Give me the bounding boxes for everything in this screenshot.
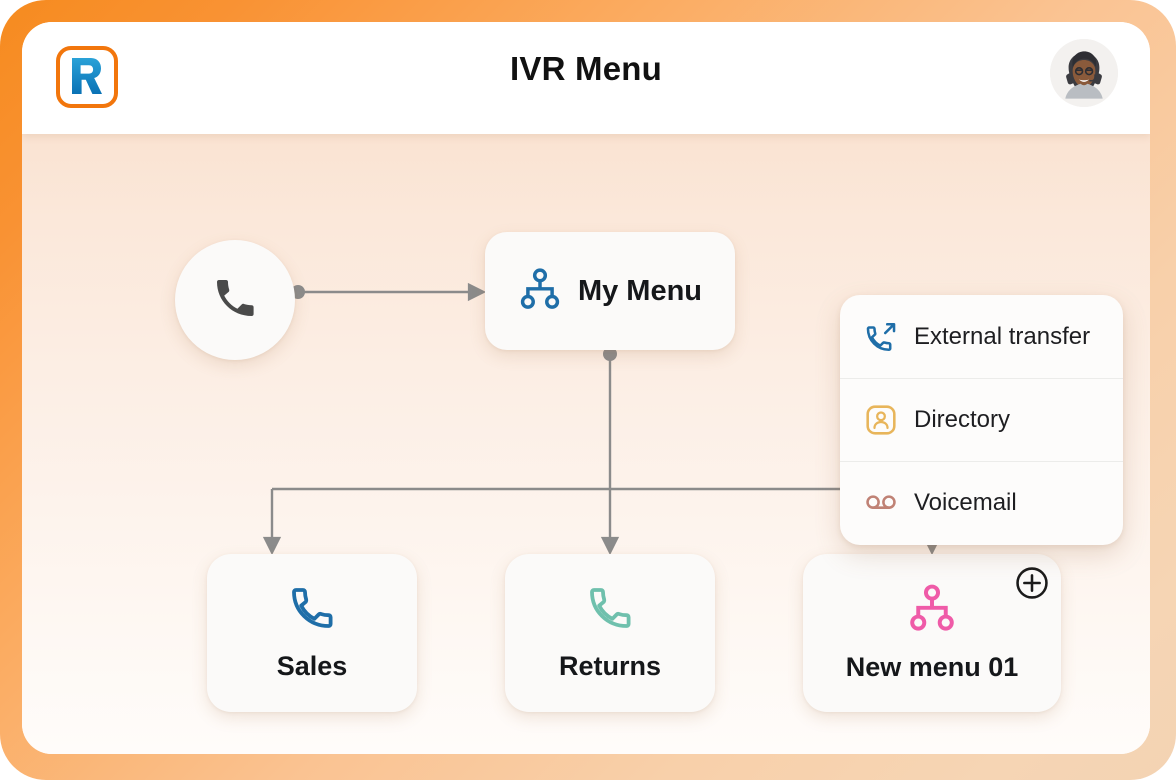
ringcentral-logo-icon <box>56 46 118 108</box>
phone-icon <box>211 274 259 327</box>
sitemap-icon <box>907 583 957 638</box>
phone-icon <box>586 584 634 637</box>
dropdown-item-label: External transfer <box>914 322 1091 350</box>
node-label: My Menu <box>577 274 703 307</box>
app-window: IVR Menu <box>22 22 1150 754</box>
node-label: Returns <box>558 651 661 681</box>
node-returns[interactable]: Returns <box>505 554 715 712</box>
app-header: IVR Menu <box>22 22 1150 134</box>
edge-dot-menu <box>603 347 617 361</box>
dropdown-item-voicemail[interactable]: Voicemail <box>840 461 1123 544</box>
avatar[interactable] <box>1050 39 1118 107</box>
dropdown-item-external-transfer[interactable]: External transfer <box>840 295 1123 378</box>
flow-connectors <box>262 282 942 556</box>
node-label: Sales <box>276 651 348 681</box>
node-my-menu[interactable]: My Menu <box>485 232 735 350</box>
directory-person-icon <box>864 403 898 437</box>
dropdown-item-directory[interactable]: Directory <box>840 378 1123 461</box>
page-title: IVR Menu <box>510 50 662 87</box>
plus-circle-icon[interactable] <box>1015 566 1049 600</box>
phone-outgoing-icon <box>864 320 898 354</box>
dropdown-item-label: Directory <box>914 406 1011 433</box>
node-sales[interactable]: Sales <box>207 554 417 712</box>
ivr-flow-canvas: My Menu Sales Returns <box>22 134 1150 754</box>
dropdown-item-label: Voicemail <box>914 489 1017 516</box>
sitemap-icon <box>518 267 562 316</box>
voicemail-icon <box>864 486 898 520</box>
phone-icon <box>288 584 336 637</box>
node-new-menu-01[interactable]: New menu 01 <box>803 554 1061 712</box>
node-label: New menu 01 <box>845 652 1019 682</box>
start-call-node[interactable] <box>175 240 295 360</box>
node-type-dropdown[interactable]: External transfer Directory <box>840 295 1123 545</box>
